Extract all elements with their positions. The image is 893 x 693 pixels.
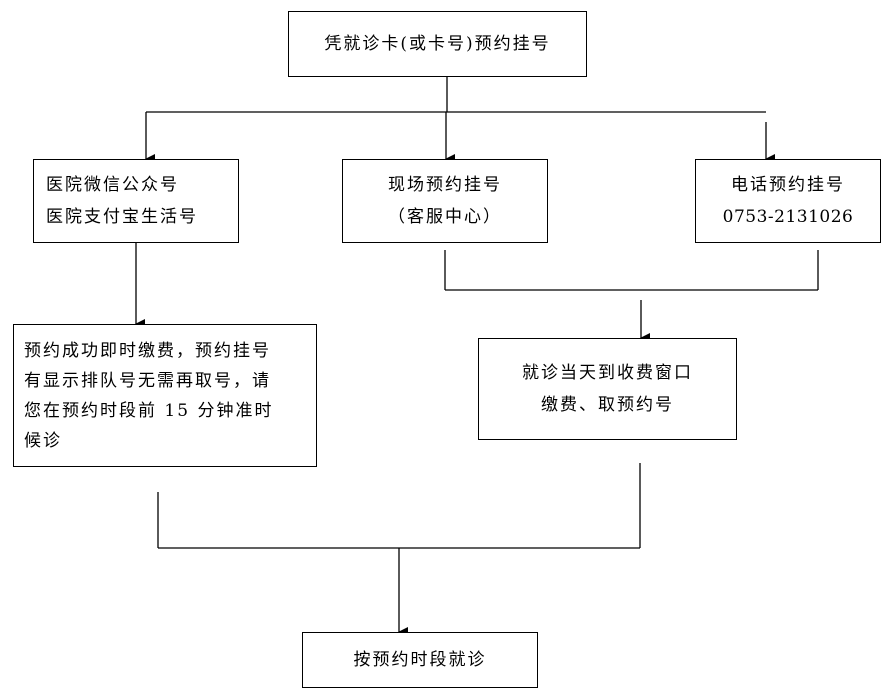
prepaid-line-2: 有显示排队号无需再取号，请 [24, 370, 271, 391]
prepaid-box: 预约成功即时缴费，预约挂号 有显示排队号无需再取号，请 您在预约时段前 15 分… [13, 324, 317, 467]
onsite-line-2: （客服中心） [388, 207, 502, 227]
prepaid-line-1: 预约成功即时缴费，预约挂号 [24, 340, 271, 361]
start-box: 凭就诊卡(或卡号)预约挂号 [288, 11, 587, 77]
counter-line-2: 缴费、取预约号 [541, 395, 674, 415]
counter-box: 就诊当天到收费窗口 缴费、取预约号 [478, 338, 737, 440]
prepaid-line-4: 候诊 [24, 430, 62, 451]
phone-number: 0753-2131026 [722, 207, 854, 227]
wechat-line-2: 医院支付宝生活号 [46, 207, 198, 227]
onsite-line-1: 现场预约挂号 [388, 175, 502, 195]
end-box: 按预约时段就诊 [302, 632, 538, 688]
start-label: 凭就诊卡(或卡号)预约挂号 [324, 34, 551, 54]
onsite-box: 现场预约挂号 （客服中心） [342, 159, 548, 243]
phone-box: 电话预约挂号 0753-2131026 [695, 159, 881, 243]
wechat-alipay-box: 医院微信公众号 医院支付宝生活号 [33, 159, 239, 243]
end-label: 按预约时段就诊 [353, 650, 487, 670]
prepaid-line-3: 您在预约时段前 15 分钟准时 [24, 400, 274, 421]
counter-line-1: 就诊当天到收费窗口 [522, 363, 693, 383]
phone-line-1: 电话预约挂号 [731, 175, 845, 195]
wechat-line-1: 医院微信公众号 [46, 175, 179, 195]
